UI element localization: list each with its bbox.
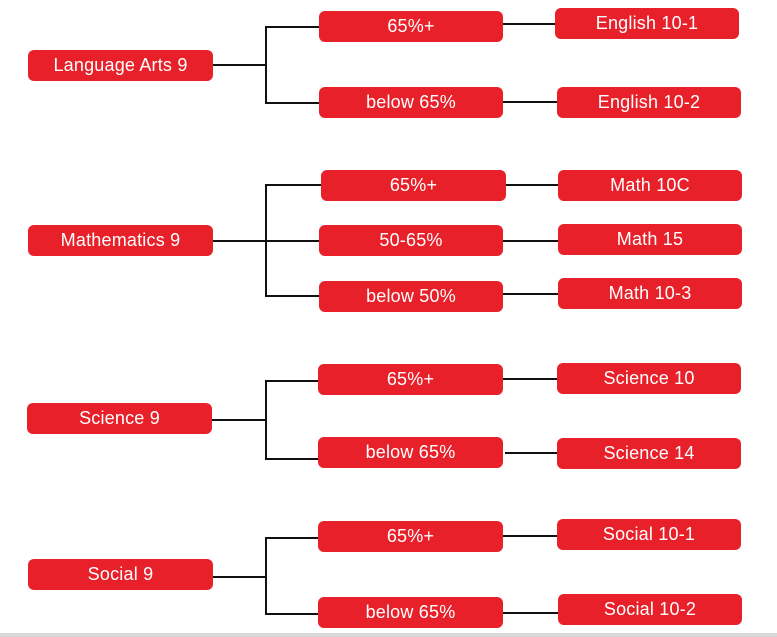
- condition-node-65-plus: 65%+: [318, 521, 503, 552]
- connector: [265, 102, 320, 104]
- connector: [265, 380, 320, 382]
- connector: [502, 535, 559, 537]
- connector: [505, 452, 559, 454]
- condition-node-65-plus: 65%+: [321, 170, 506, 201]
- connector: [213, 240, 267, 242]
- condition-node-65-plus: 65%+: [319, 11, 503, 42]
- connector: [502, 101, 559, 103]
- subject-node-science-9: Science 9: [27, 403, 212, 434]
- connector: [265, 537, 320, 539]
- subject-node-social-9: Social 9: [28, 559, 213, 590]
- subject-node-language-arts-9: Language Arts 9: [28, 50, 213, 81]
- connector: [502, 293, 559, 295]
- connector: [212, 419, 267, 421]
- connector: [265, 26, 320, 28]
- bottom-divider: [0, 633, 777, 637]
- subject-node-mathematics-9: Mathematics 9: [28, 225, 213, 256]
- connector: [505, 184, 559, 186]
- connector: [502, 23, 557, 25]
- course-node-science-14: Science 14: [557, 438, 741, 469]
- connector: [265, 380, 267, 460]
- connector: [265, 240, 320, 242]
- connector: [265, 184, 322, 186]
- connector: [265, 537, 267, 615]
- course-node-math-15: Math 15: [558, 224, 742, 255]
- condition-node-below-65: below 65%: [318, 597, 503, 628]
- connector: [265, 458, 320, 460]
- connector: [265, 295, 320, 297]
- course-node-english-10-2: English 10-2: [557, 87, 741, 118]
- connector: [265, 26, 267, 104]
- connector: [502, 378, 559, 380]
- condition-node-below-65: below 65%: [319, 87, 503, 118]
- condition-node-below-65: below 65%: [318, 437, 503, 468]
- course-node-social-10-2: Social 10-2: [558, 594, 742, 625]
- condition-node-below-50: below 50%: [319, 281, 503, 312]
- course-node-english-10-1: English 10-1: [555, 8, 739, 39]
- course-node-math-10-3: Math 10-3: [558, 278, 742, 309]
- course-node-math-10c: Math 10C: [558, 170, 742, 201]
- connector: [502, 240, 559, 242]
- course-node-science-10: Science 10: [557, 363, 741, 394]
- course-node-social-10-1: Social 10-1: [557, 519, 741, 550]
- condition-node-50-65: 50-65%: [319, 225, 503, 256]
- connector: [213, 576, 267, 578]
- connector: [213, 64, 265, 66]
- condition-node-65-plus: 65%+: [318, 364, 503, 395]
- connector: [502, 612, 559, 614]
- connector: [265, 613, 320, 615]
